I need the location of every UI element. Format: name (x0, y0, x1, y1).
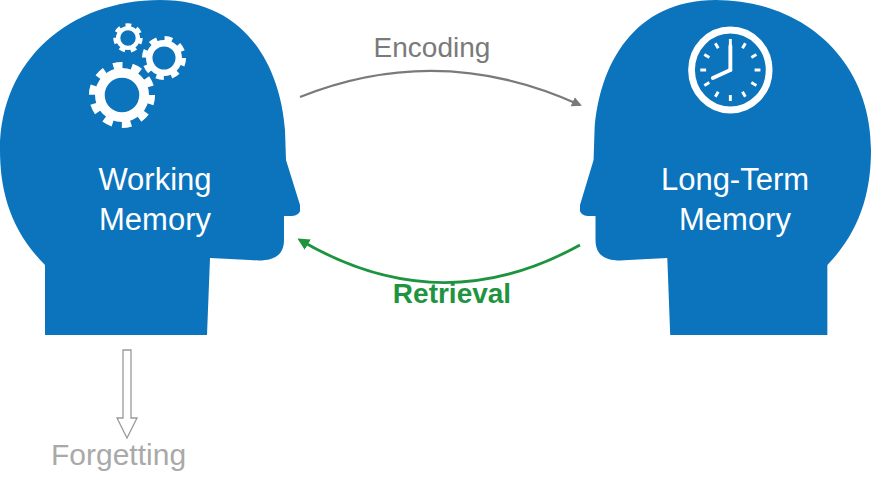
encoding-arrow (300, 71, 580, 105)
clock-icon (692, 30, 770, 110)
working-memory-head: Working Memory (0, 0, 300, 335)
gears-icon (95, 26, 182, 122)
retrieval-arrow (300, 240, 580, 283)
edge-label: Retrieval (393, 278, 511, 310)
hollow-arrow (117, 350, 137, 438)
node-label: Long-Term Memory (650, 160, 820, 240)
edge-label: Encoding (374, 32, 491, 64)
process-label: Forgetting (51, 438, 186, 472)
node-label: Working Memory (70, 160, 240, 240)
long-term-memory-head: Long-Term Memory (580, 0, 871, 335)
